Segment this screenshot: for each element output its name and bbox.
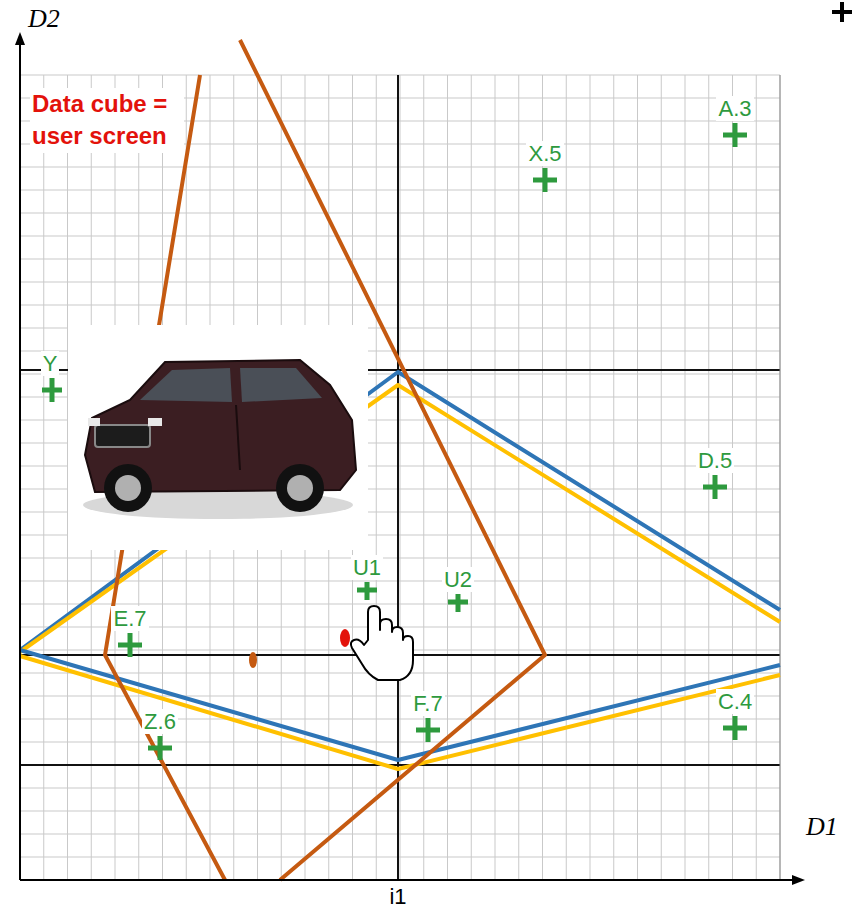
- car-rim: [287, 475, 313, 501]
- grid-line: [732, 75, 733, 880]
- plus-marker: [148, 736, 172, 760]
- grid: [20, 75, 780, 880]
- plus-marker: [357, 582, 377, 600]
- grid-line: [20, 282, 780, 283]
- grid-line: [20, 765, 780, 766]
- axis-line: [19, 42, 21, 880]
- grid-line: [780, 75, 781, 880]
- grid-line: [20, 259, 780, 260]
- grid-line: [756, 75, 757, 880]
- point-label: U1: [351, 555, 383, 580]
- grid-line: [20, 696, 780, 697]
- grid-line: [590, 75, 591, 880]
- plus-marker: [42, 378, 62, 402]
- plus-marker: [723, 123, 747, 147]
- point-label: E.7: [111, 606, 148, 631]
- grid-line: [20, 604, 780, 605]
- car-door-line: [236, 405, 240, 470]
- car-light: [148, 418, 162, 426]
- grid-line: [67, 75, 68, 880]
- grid-line: [20, 167, 780, 168]
- point-label: A.3: [716, 96, 753, 121]
- car-window: [240, 368, 322, 402]
- plus-marker: [118, 633, 142, 657]
- car-window: [140, 368, 232, 402]
- grid-line: [376, 75, 377, 880]
- plus-marker: [533, 168, 557, 192]
- grid-line: [20, 75, 780, 76]
- grid-line: [20, 305, 780, 306]
- grid-line: [43, 75, 44, 880]
- grid-line: [20, 213, 780, 214]
- grid-line: [495, 75, 496, 880]
- picture-ground: [68, 325, 368, 550]
- grid-line: [20, 719, 780, 720]
- grid-line: [661, 75, 662, 880]
- plus-marker: [448, 594, 468, 612]
- axis-line: [20, 879, 795, 881]
- grid-line: [20, 581, 780, 582]
- grid-line: [20, 857, 780, 858]
- grid-line: [518, 75, 519, 880]
- point-label: D.5: [696, 448, 734, 473]
- grid-line: [685, 75, 686, 880]
- plus-marker: [703, 475, 727, 499]
- point-label: Y: [41, 351, 60, 376]
- point-markers: [42, 123, 747, 760]
- point-label: X.5: [526, 141, 563, 166]
- grid-line: [708, 75, 709, 880]
- plus-marker: [416, 718, 440, 742]
- grid-line: [20, 558, 780, 559]
- hand-shape: [351, 606, 413, 680]
- axis-label: D1: [806, 812, 838, 842]
- grid-line: [20, 236, 780, 237]
- grid-line: [20, 834, 780, 835]
- dot: [340, 629, 350, 647]
- grid-line: [20, 190, 780, 191]
- point-label: Z.6: [142, 709, 178, 734]
- dot: [249, 652, 257, 668]
- plus-marker: [723, 716, 747, 740]
- axis-label: D2: [28, 4, 60, 34]
- car-wheel: [276, 464, 324, 512]
- car-picture: [68, 325, 368, 550]
- reference-lines: [20, 75, 780, 880]
- title-note: Data cube = user screen: [30, 88, 184, 153]
- grid-line: [20, 788, 780, 789]
- car-light: [88, 418, 100, 426]
- grid-line: [20, 811, 780, 812]
- tick-label: i1: [389, 884, 406, 909]
- hand-cursor: [351, 606, 413, 680]
- grid-line: [542, 75, 543, 880]
- axis-arrow: [792, 875, 805, 885]
- point-label: C.4: [716, 689, 754, 714]
- grid-line: [637, 75, 638, 880]
- point-label: F.7: [411, 691, 444, 716]
- grid-line: [20, 742, 780, 743]
- car-rim: [115, 475, 141, 501]
- grid-line: [613, 75, 614, 880]
- car-wheel: [104, 464, 152, 512]
- corner-plus: [832, 2, 852, 22]
- axes: [15, 32, 805, 885]
- point-label: U2: [442, 567, 474, 592]
- car-grille: [95, 425, 150, 447]
- axis-arrow: [15, 32, 25, 45]
- reference-line: [20, 764, 780, 766]
- grid-line: [471, 75, 472, 880]
- grid-line: [447, 75, 448, 880]
- grid-border: [780, 75, 781, 880]
